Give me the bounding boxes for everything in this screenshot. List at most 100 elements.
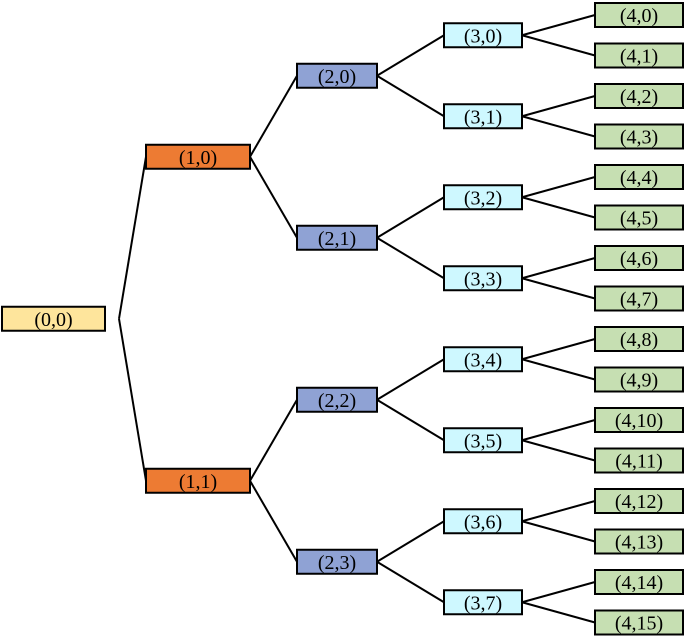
tree-node-n413: (4,13) <box>594 528 684 555</box>
node-label: (2,3) <box>318 552 356 574</box>
tree-node-n35: (3,5) <box>443 427 523 454</box>
edge-n30-n41 <box>521 34 596 57</box>
node-box <box>296 62 378 89</box>
tree-node-n40: (4,0) <box>594 2 684 28</box>
tree-node-n36: (3,6) <box>443 508 523 535</box>
tree-node-n23: (2,3) <box>296 548 378 575</box>
tree-node-n31: (3,1) <box>443 103 523 130</box>
tree-node-n00: (0,0) <box>1 305 106 332</box>
node-box <box>443 508 523 535</box>
edge-n35-n410 <box>521 419 596 442</box>
tree-node-n411: (4,11) <box>594 447 684 474</box>
node-label: (3,7) <box>464 592 502 614</box>
edge-n34-n49 <box>521 358 596 381</box>
tree-node-n414: (4,14) <box>594 569 684 595</box>
node-box <box>594 245 684 271</box>
node-box <box>1 305 106 332</box>
node-label: (4,10) <box>615 410 663 432</box>
tree-node-n22: (2,2) <box>296 386 378 413</box>
edge-n11-n22 <box>249 399 298 482</box>
node-label: (4,11) <box>615 451 663 473</box>
tree-node-n415: (4,15) <box>594 609 684 636</box>
edge-n22-n35 <box>376 398 445 442</box>
tree-node-n45: (4,5) <box>594 204 684 231</box>
edge-n20-n30 <box>376 34 445 77</box>
edge-n33-n46 <box>521 257 596 280</box>
node-label: (4,7) <box>620 289 658 311</box>
edge-n37-n414 <box>521 581 596 604</box>
tree-node-n43: (4,3) <box>594 123 684 150</box>
node-box <box>594 569 684 595</box>
edge-n34-n48 <box>521 338 596 361</box>
node-box <box>594 528 684 555</box>
node-label: (4,9) <box>620 370 658 392</box>
node-label: (4,2) <box>620 86 658 108</box>
node-box <box>594 164 684 190</box>
edge-n30-n40 <box>521 14 596 37</box>
node-label: (4,13) <box>615 532 663 554</box>
node-box <box>145 467 251 494</box>
tree-node-n34: (3,4) <box>443 346 523 373</box>
node-label: (4,4) <box>620 167 658 189</box>
node-label: (2,2) <box>318 390 356 412</box>
tree-node-n410: (4,10) <box>594 407 684 433</box>
node-label: (4,8) <box>620 329 658 351</box>
edge-n31-n43 <box>521 115 596 138</box>
edge-n10-n21 <box>249 156 298 239</box>
node-box <box>594 2 684 28</box>
node-label: (2,1) <box>318 228 356 250</box>
edge-n31-n42 <box>521 95 596 118</box>
node-label: (3,6) <box>464 511 502 533</box>
edge-n32-n45 <box>521 196 596 219</box>
tree-node-n32: (3,2) <box>443 184 523 211</box>
node-box <box>594 447 684 474</box>
node-box <box>594 407 684 433</box>
edge-n23-n36 <box>376 520 445 563</box>
node-label: (4,0) <box>620 5 658 27</box>
node-box <box>594 609 684 636</box>
edge-n22-n34 <box>376 358 445 401</box>
tree-node-n46: (4,6) <box>594 245 684 271</box>
tree-node-n49: (4,9) <box>594 366 684 393</box>
node-box <box>443 427 523 454</box>
edge-n32-n44 <box>521 176 596 199</box>
edge-n35-n411 <box>521 439 596 462</box>
tree-node-n10: (1,0) <box>145 143 251 170</box>
node-box <box>296 224 378 251</box>
node-box <box>594 204 684 231</box>
edge-n37-n415 <box>521 601 596 624</box>
node-box <box>594 285 684 312</box>
node-label: (4,15) <box>615 613 663 635</box>
tree-node-n44: (4,4) <box>594 164 684 190</box>
node-label: (4,6) <box>620 248 658 270</box>
tree-node-n41: (4,1) <box>594 42 684 69</box>
node-box <box>594 42 684 69</box>
node-label: (4,1) <box>620 46 658 68</box>
node-label: (3,5) <box>464 430 502 452</box>
node-label: (3,2) <box>464 187 502 209</box>
edge-n36-n412 <box>521 500 596 523</box>
edge-n11-n23 <box>249 480 298 563</box>
edge-n23-n37 <box>376 560 445 604</box>
node-label: (0,0) <box>34 309 72 331</box>
tree-node-n33: (3,3) <box>443 265 523 292</box>
node-label: (3,0) <box>464 25 502 47</box>
node-box <box>594 366 684 393</box>
edge-n00-n11 <box>118 318 147 481</box>
node-box <box>594 488 684 514</box>
tree-node-n30: (3,0) <box>443 22 523 49</box>
node-label: (2,0) <box>318 66 356 88</box>
edge-n00-n10 <box>118 156 147 319</box>
node-label: (3,1) <box>464 106 502 128</box>
edge-n10-n20 <box>249 75 298 158</box>
node-box <box>443 265 523 292</box>
node-box <box>594 123 684 150</box>
edge-n36-n413 <box>521 520 596 543</box>
edge-n21-n32 <box>376 196 445 239</box>
node-label: (1,1) <box>179 471 217 493</box>
tree-node-n37: (3,7) <box>443 589 523 616</box>
node-label: (3,4) <box>464 349 502 371</box>
tree-node-n20: (2,0) <box>296 62 378 89</box>
